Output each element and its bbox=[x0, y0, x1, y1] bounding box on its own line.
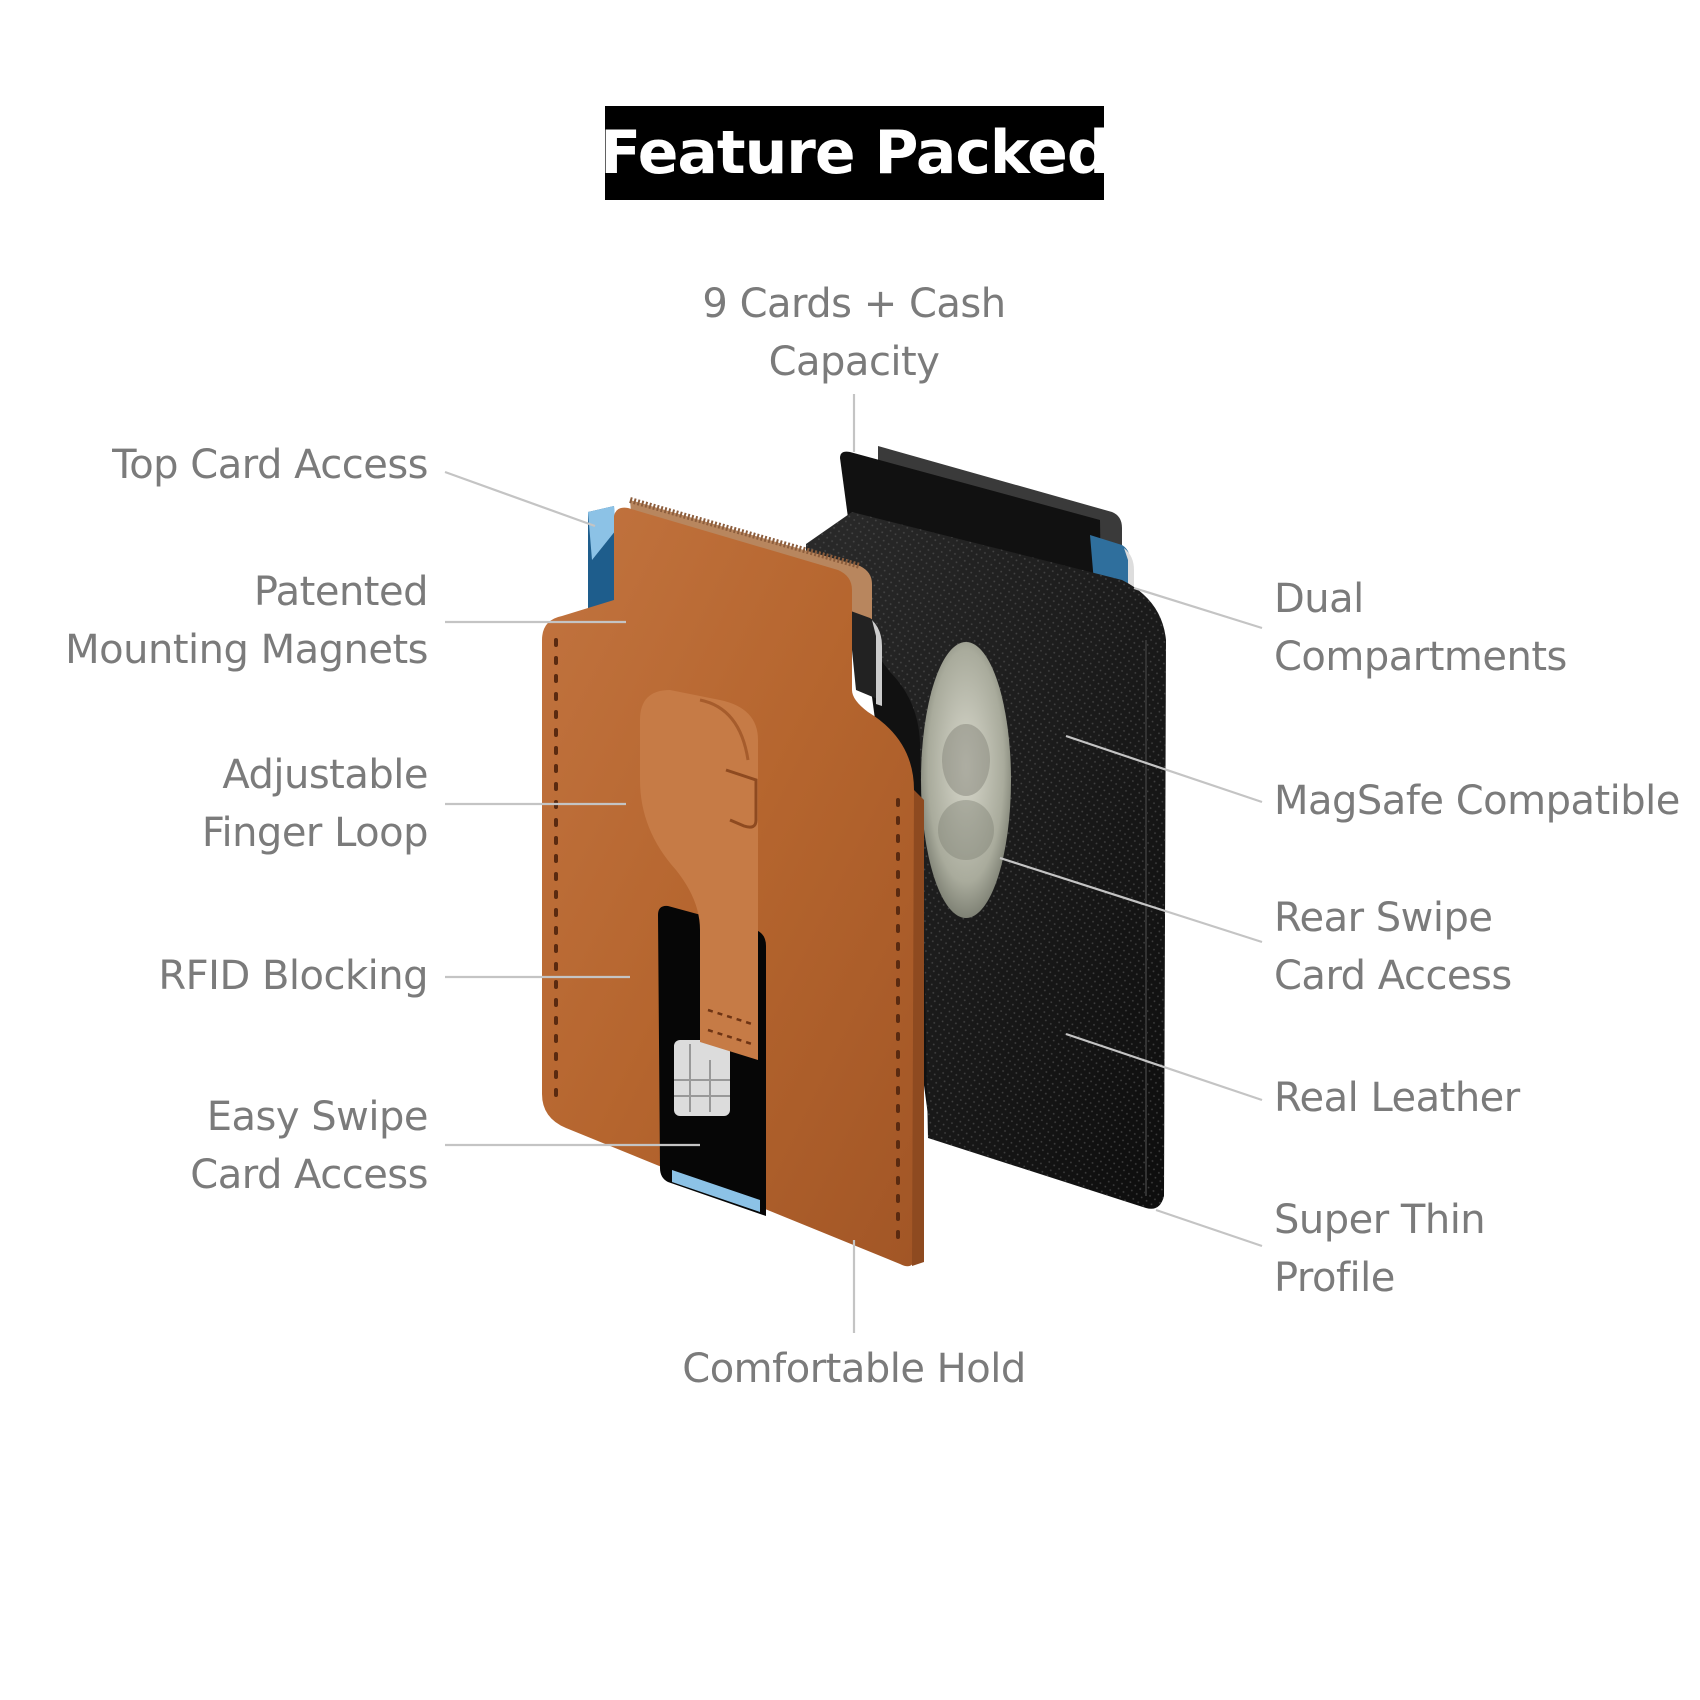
black-wallet bbox=[806, 446, 1166, 1209]
feature-dual-compartments-line2: Compartments bbox=[1274, 634, 1567, 680]
feature-real-leather: Real Leather bbox=[1274, 1069, 1520, 1127]
leader-top-card-access bbox=[444, 470, 596, 528]
feature-rear-swipe: Rear Swipe Card Access bbox=[1274, 889, 1512, 1005]
title-banner: Feature Packed bbox=[600, 106, 1110, 200]
feature-rear-swipe-line2: Card Access bbox=[1274, 953, 1512, 999]
feature-comfortable-hold-line1: Comfortable Hold bbox=[682, 1346, 1026, 1392]
leader-lines bbox=[444, 394, 1263, 1333]
feature-rfid-blocking-line1: RFID Blocking bbox=[158, 953, 428, 999]
feature-mounting-magnets: Patented Mounting Magnets bbox=[65, 563, 428, 679]
leader-real-leather bbox=[1065, 1032, 1263, 1102]
feature-finger-loop: Adjustable Finger Loop bbox=[201, 746, 429, 862]
feature-top-card-access: Top Card Access bbox=[112, 436, 428, 494]
feature-easy-swipe-line2: Card Access bbox=[190, 1152, 428, 1198]
leader-super-thin bbox=[1155, 1208, 1263, 1248]
leader-rear-swipe bbox=[999, 856, 1263, 944]
feature-dual-compartments: Dual Compartments bbox=[1274, 570, 1567, 686]
feature-finger-loop-line2: Finger Loop bbox=[201, 810, 429, 856]
feature-magsafe-compatible-line1: MagSafe Compatible bbox=[1274, 778, 1680, 824]
feature-magsafe-compatible: MagSafe Compatible bbox=[1274, 772, 1680, 830]
feature-mounting-magnets-line2: Mounting Magnets bbox=[65, 627, 428, 673]
feature-easy-swipe: Easy Swipe Card Access bbox=[190, 1088, 428, 1204]
feature-capacity: 9 Cards + Cash Capacity bbox=[702, 275, 1006, 391]
feature-capacity-line1: 9 Cards + Cash bbox=[702, 281, 1006, 327]
feature-super-thin-line2: Profile bbox=[1274, 1255, 1395, 1301]
feature-top-card-access-line1: Top Card Access bbox=[112, 442, 428, 488]
leader-dual-compartments bbox=[1133, 586, 1263, 630]
feature-comfortable-hold: Comfortable Hold bbox=[682, 1340, 1026, 1398]
feature-capacity-line2: Capacity bbox=[768, 339, 940, 385]
tan-wallet bbox=[542, 497, 924, 1267]
page-title: Feature Packed bbox=[600, 118, 1110, 188]
feature-super-thin-line1: Super Thin bbox=[1274, 1197, 1486, 1243]
feature-easy-swipe-line1: Easy Swipe bbox=[206, 1094, 429, 1140]
finger-loop bbox=[640, 690, 758, 1060]
feature-real-leather-line1: Real Leather bbox=[1274, 1075, 1520, 1121]
feature-rear-swipe-line1: Rear Swipe bbox=[1274, 895, 1493, 941]
leader-magsafe bbox=[1065, 734, 1263, 804]
feature-mounting-magnets-line1: Patented bbox=[253, 569, 429, 615]
card-chip bbox=[674, 1040, 730, 1116]
feature-dual-compartments-line1: Dual bbox=[1274, 576, 1364, 622]
feature-finger-loop-line1: Adjustable bbox=[222, 752, 428, 798]
feature-rfid-blocking: RFID Blocking bbox=[158, 947, 428, 1005]
feature-super-thin: Super Thin Profile bbox=[1274, 1191, 1486, 1307]
